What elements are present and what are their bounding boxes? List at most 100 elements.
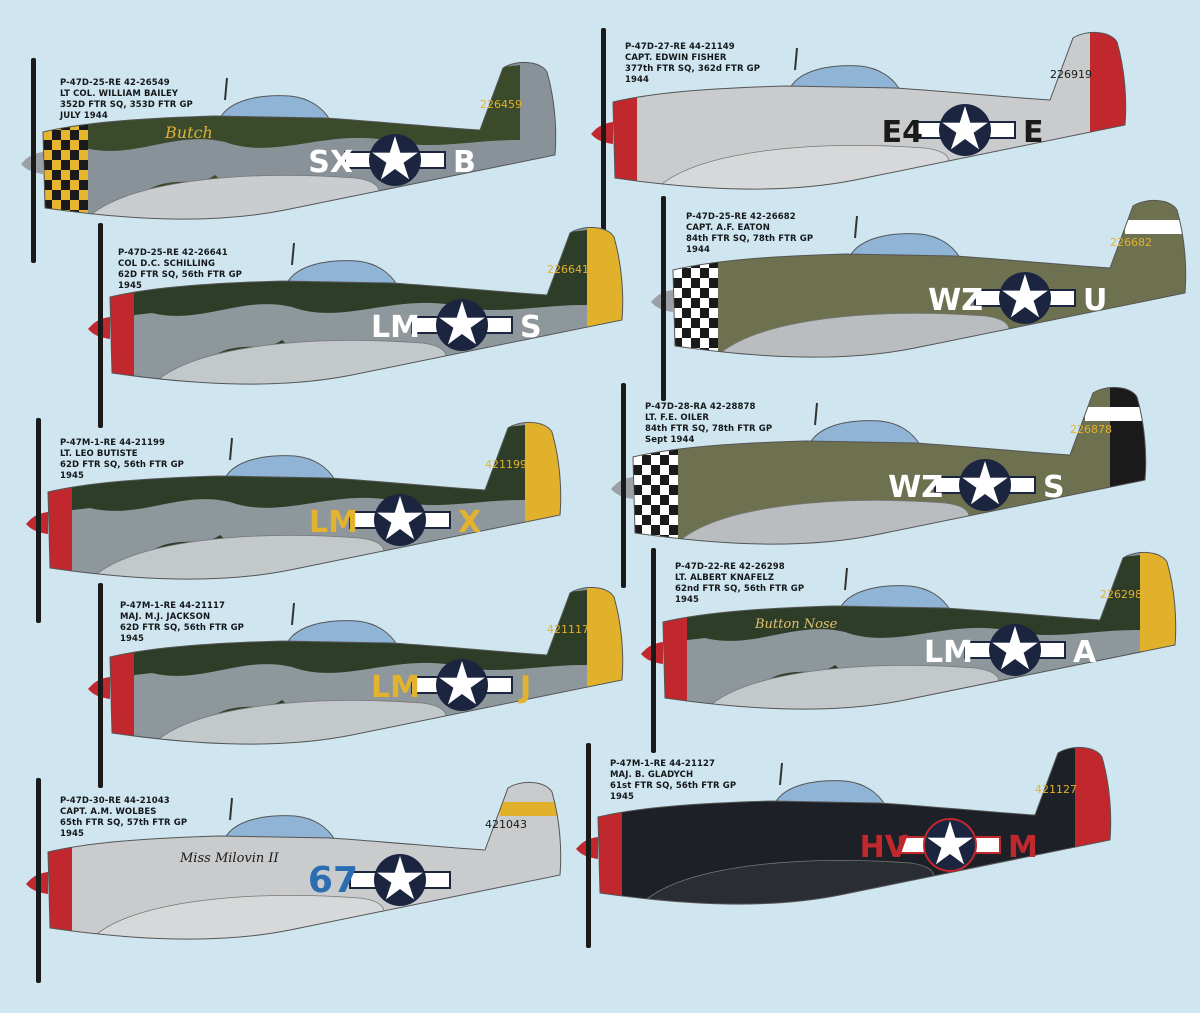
nose-checker-square xyxy=(61,150,70,160)
nose-checker-square xyxy=(79,160,88,170)
nose-checker-square xyxy=(691,308,700,318)
nose-checker-square xyxy=(691,298,700,308)
nose-checker-square xyxy=(43,190,52,200)
insignia-star xyxy=(377,856,423,900)
fuselage-outline xyxy=(42,62,557,220)
fuselage-outline xyxy=(632,387,1147,545)
aircraft-letter: S xyxy=(520,310,542,345)
caption-line: 65th FTR SQ, 57th FTR GP xyxy=(60,818,188,828)
caption-line: P-47D-25-RE 42-26641 xyxy=(118,248,228,258)
insignia-star xyxy=(439,301,485,345)
nose-checker-square xyxy=(52,190,61,200)
nose-checker-square xyxy=(709,278,718,288)
caption-line: LT. F.E. OILER xyxy=(645,413,710,423)
nose-checker-square xyxy=(79,130,88,140)
nose-checker-square xyxy=(651,495,660,505)
aircraft-letter: M xyxy=(1008,830,1038,865)
squadron-code: HV xyxy=(860,830,909,865)
canopy xyxy=(286,260,398,286)
propeller-blade xyxy=(36,418,41,623)
aircraft-letter: B xyxy=(453,145,476,180)
caption-line: CAPT. EDWIN FISHER xyxy=(625,53,727,63)
antenna xyxy=(229,797,233,821)
rudder xyxy=(1075,747,1111,855)
caption-line: 1945 xyxy=(675,595,700,605)
nose-checker-square xyxy=(660,495,669,505)
nose-checker-square xyxy=(70,150,79,160)
nose-checker-square xyxy=(79,190,88,200)
nose-checker-square xyxy=(709,268,718,278)
caption-line: 1944 xyxy=(625,75,650,85)
fuselage-base xyxy=(633,387,1146,545)
nose-checker-square xyxy=(79,200,88,210)
nose-checker-square xyxy=(43,140,52,150)
nose-checker-square xyxy=(673,278,682,288)
propeller-blade xyxy=(651,548,656,753)
antenna xyxy=(291,602,295,626)
caption-line: CAPT. A.M. WOLBES xyxy=(60,807,157,817)
nose-checker-square xyxy=(633,485,642,495)
tail-serial: 226919 xyxy=(1050,68,1092,81)
insignia-star xyxy=(992,626,1038,670)
nose-checker-square xyxy=(61,200,70,210)
nose-checker-square xyxy=(79,170,88,180)
caption-line: 62D FTR SQ, 56th FTR GP xyxy=(60,460,185,470)
squadron-code: WZ xyxy=(888,470,943,505)
nose-checker-square xyxy=(709,348,718,358)
caption-line: CAPT. A.F. EATON xyxy=(686,223,770,233)
caption-line: Sept 1944 xyxy=(645,435,695,445)
nose-checker-square xyxy=(673,268,682,278)
nose-checker-square xyxy=(669,495,678,505)
fuselage-outline xyxy=(662,552,1177,710)
rudder xyxy=(1140,552,1176,660)
nose-checker-square xyxy=(673,308,682,318)
nose-checker-square xyxy=(651,465,660,475)
insignia-star xyxy=(377,496,423,540)
propeller-blade xyxy=(586,743,591,948)
nose-checker-square xyxy=(673,348,682,358)
nose-checker-square xyxy=(79,140,88,150)
nose-checker-square xyxy=(70,190,79,200)
fuselage xyxy=(613,32,1126,190)
rudder xyxy=(587,227,623,335)
nose-checker-square xyxy=(79,210,88,220)
tail-serial: 226641 xyxy=(547,263,589,276)
insignia-star xyxy=(372,136,418,180)
nose-checker-square xyxy=(651,475,660,485)
nose-checker-square xyxy=(43,200,52,210)
nose-checker-square xyxy=(61,130,70,140)
tail-serial: 226878 xyxy=(1070,423,1112,436)
nose-checker-square xyxy=(682,348,691,358)
nose-checker-square xyxy=(669,515,678,525)
fuselage-outline xyxy=(109,587,624,745)
nose-checker-square xyxy=(709,338,718,348)
nose-checker-square xyxy=(700,288,709,298)
nose-checker-square xyxy=(633,535,642,545)
aircraft-letter: A xyxy=(1073,635,1097,670)
nose-checker-square xyxy=(700,258,709,268)
nose-checker-square xyxy=(633,475,642,485)
caption-line: 352D FTR SQ, 353D FTR GP xyxy=(60,100,193,110)
caption-line: 62D FTR SQ, 56th FTR GP xyxy=(120,623,245,633)
nose-checker-square xyxy=(691,278,700,288)
nose-checker-square xyxy=(660,445,669,455)
caption-line: 61st FTR SQ, 56th FTR GP xyxy=(610,781,737,791)
nose-checker-square xyxy=(633,505,642,515)
squadron-code: LM xyxy=(371,310,420,345)
fuselage-outline xyxy=(597,747,1112,905)
nose-checker-square xyxy=(651,485,660,495)
nose-checker-square xyxy=(673,298,682,308)
canopy xyxy=(219,95,331,121)
nose-checker-square xyxy=(43,170,52,180)
nose-checker-square xyxy=(700,298,709,308)
rudder xyxy=(520,62,556,170)
nose-checker-square xyxy=(642,535,651,545)
nose-checker-square xyxy=(700,308,709,318)
propeller-blade xyxy=(36,778,41,983)
antenna xyxy=(794,47,798,71)
squadron-code: WZ xyxy=(928,283,983,318)
